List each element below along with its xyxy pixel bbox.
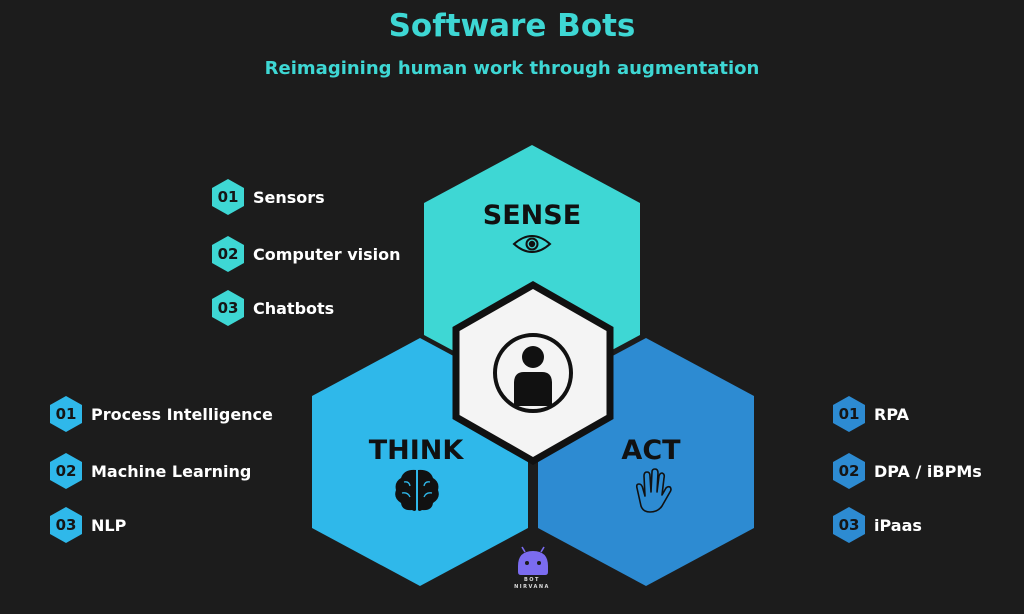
logo-line-1: BOT bbox=[524, 577, 540, 583]
badge-number: 03 bbox=[838, 516, 860, 534]
badge-number: 03 bbox=[55, 516, 77, 534]
think-item: 03 NLP bbox=[50, 507, 127, 543]
sense-item: 01 Sensors bbox=[212, 179, 325, 215]
badge-number: 01 bbox=[55, 405, 77, 423]
sense-item: 03 Chatbots bbox=[212, 290, 335, 326]
item-label: iPaas bbox=[874, 515, 922, 535]
act-title: ACT bbox=[621, 435, 681, 466]
act-item: 02 DPA / iBPMs bbox=[833, 453, 982, 489]
logo-line-2: NIRVANA bbox=[514, 584, 550, 590]
number-badge: 03 bbox=[833, 507, 865, 543]
number-badge: 02 bbox=[50, 453, 82, 489]
number-badge: 01 bbox=[50, 396, 82, 432]
number-badge: 02 bbox=[212, 236, 244, 272]
page-subtitle: Reimagining human work through augmentat… bbox=[264, 58, 760, 79]
brain-icon bbox=[395, 469, 439, 511]
person-icon bbox=[493, 333, 573, 413]
item-label: Chatbots bbox=[253, 298, 335, 318]
number-badge: 03 bbox=[212, 290, 244, 326]
badge-number: 02 bbox=[838, 462, 860, 480]
think-title: THINK bbox=[369, 435, 465, 466]
act-item: 03 iPaas bbox=[833, 507, 922, 543]
number-badge: 03 bbox=[50, 507, 82, 543]
badge-number: 03 bbox=[217, 299, 239, 317]
item-label: Process Intelligence bbox=[91, 404, 273, 424]
think-item: 01 Process Intelligence bbox=[50, 396, 273, 432]
number-badge: 02 bbox=[833, 453, 865, 489]
number-badge: 01 bbox=[212, 179, 244, 215]
item-label: Sensors bbox=[253, 187, 325, 207]
think-item: 02 Machine Learning bbox=[50, 453, 252, 489]
logo-wordmark: BOT NIRVANA bbox=[506, 577, 558, 591]
item-label: NLP bbox=[91, 515, 127, 535]
eye-icon bbox=[512, 235, 552, 253]
sense-item: 02 Computer vision bbox=[212, 236, 401, 272]
act-item: 01 RPA bbox=[833, 396, 909, 432]
badge-number: 02 bbox=[217, 245, 239, 263]
hand-icon bbox=[635, 468, 672, 513]
item-label: Machine Learning bbox=[91, 461, 252, 481]
item-label: RPA bbox=[874, 404, 909, 424]
badge-number: 01 bbox=[838, 405, 860, 423]
badge-number: 02 bbox=[55, 462, 77, 480]
page-title: Software Bots bbox=[388, 8, 636, 44]
sense-title: SENSE bbox=[483, 200, 581, 231]
number-badge: 01 bbox=[833, 396, 865, 432]
android-robot-icon bbox=[518, 546, 548, 575]
badge-number: 01 bbox=[217, 188, 239, 206]
item-label: Computer vision bbox=[253, 244, 401, 264]
item-label: DPA / iBPMs bbox=[874, 461, 982, 481]
